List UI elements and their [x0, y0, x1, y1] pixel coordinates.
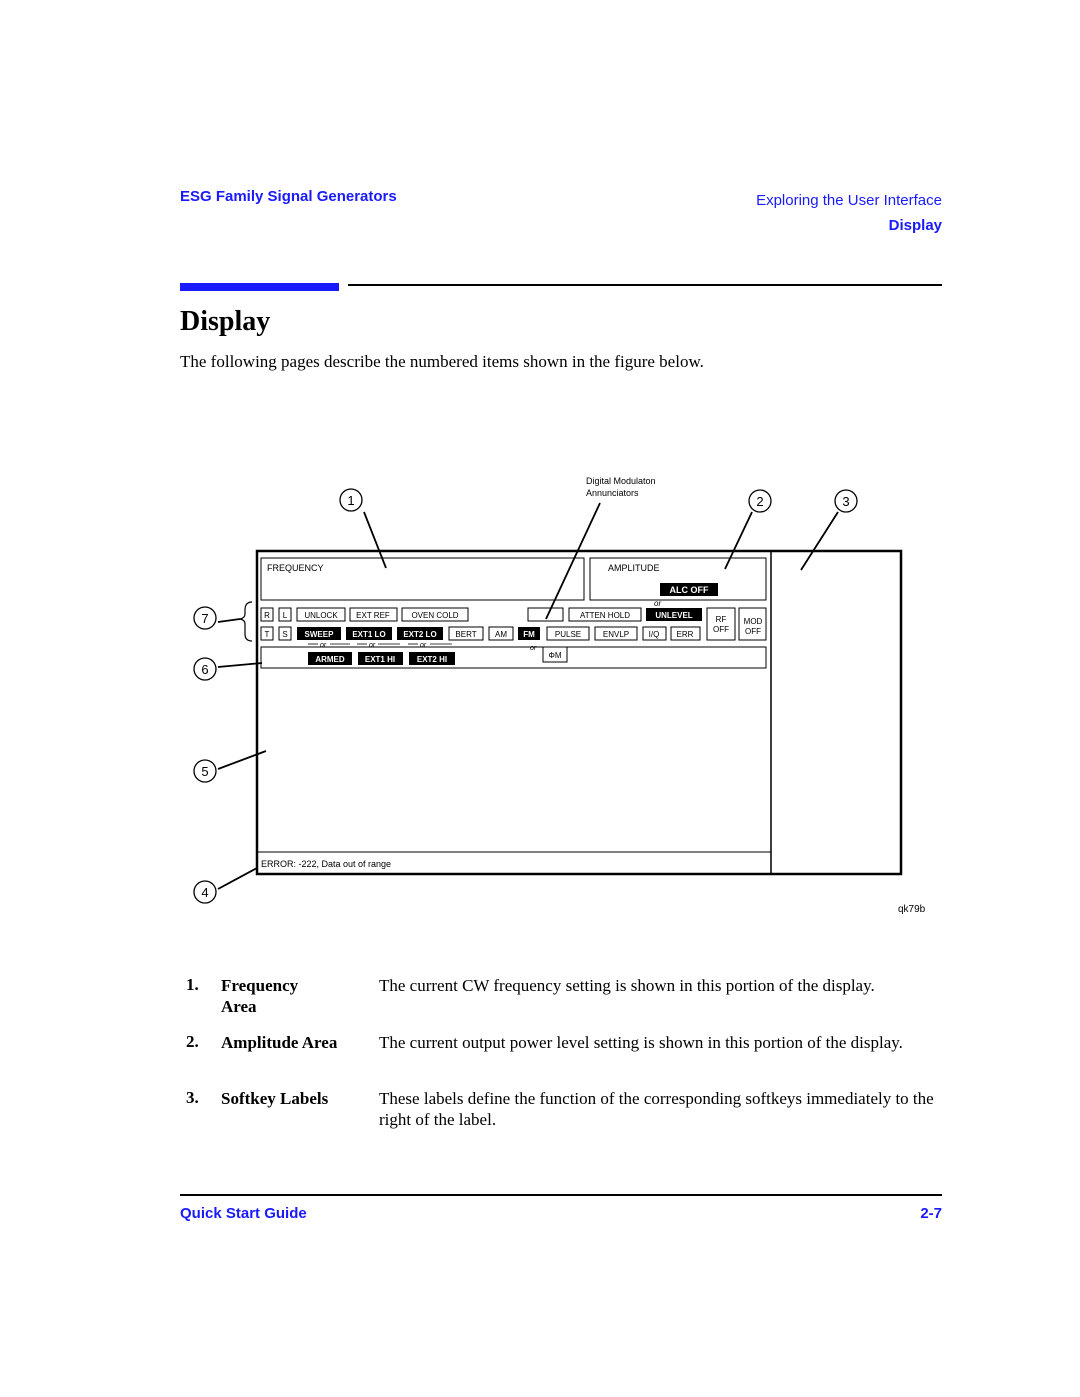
status-row-box [260, 646, 767, 669]
annunciator-sweep: SWEEP [305, 630, 335, 639]
annunciator-ext-ref: EXT REF [356, 611, 390, 620]
or-label-1: or [320, 642, 327, 649]
or-label-amp: or [654, 599, 661, 608]
digital-mod-annunciator-box [527, 607, 564, 622]
footer-rule [180, 1194, 942, 1196]
item-term: Amplitude Area [221, 1033, 338, 1052]
page-number: 2-7 [920, 1205, 942, 1222]
frequency-label: FREQUENCY [267, 563, 324, 573]
annunciator-armed: ARMED [315, 655, 345, 664]
annunciator-envlp: ENVLP [603, 630, 629, 639]
annunciator-ext2-lo: EXT2 LO [403, 630, 436, 639]
running-header-section: Exploring the User Interface Display [756, 188, 942, 238]
alc-off-text: ALC OFF [670, 585, 709, 595]
callout-6: 6 [201, 662, 208, 677]
callout-7: 7 [201, 611, 208, 626]
annunciator-iq: I/Q [649, 630, 660, 639]
callout-4: 4 [201, 885, 208, 900]
item-term: Softkey Labels [221, 1089, 329, 1108]
footer-title: Quick Start Guide [180, 1205, 307, 1222]
annunciator-ext2-hi: EXT2 HI [417, 655, 447, 664]
digital-mod-label-line2: Annunciators [586, 488, 639, 498]
annunciator-atten-hold: ATTEN HOLD [580, 611, 630, 620]
annunciator-s: S [282, 630, 287, 639]
annunciator-fm: FM [523, 630, 535, 639]
display-frame [255, 549, 903, 876]
annunciator-mod: MOD [744, 617, 763, 626]
annunciator-unlevel: UNLEVEL [655, 611, 692, 620]
annunciator-r: R [264, 611, 270, 620]
annunciator-mod-off: OFF [745, 627, 761, 636]
or-label-4: or [530, 645, 537, 652]
item-term: Frequency Area [221, 976, 299, 1016]
section-rule-accent [180, 283, 339, 291]
annunciator-ext1-lo: EXT1 LO [352, 630, 385, 639]
amplitude-area [589, 557, 767, 601]
annunciator-l: L [283, 611, 288, 620]
annunciator-t: T [265, 630, 270, 639]
frequency-area [260, 557, 585, 601]
amplitude-label: AMPLITUDE [608, 563, 660, 573]
alc-off-annunciator [660, 583, 718, 596]
annunciator-rf-off: OFF [713, 625, 729, 634]
annunciator-err: ERR [677, 630, 694, 639]
annunciator-unlock: UNLOCK [304, 611, 338, 620]
running-header-topic: Display [888, 217, 942, 234]
section-rule [348, 284, 942, 286]
annunciator-am: AM [495, 630, 507, 639]
callout-3: 3 [842, 494, 849, 509]
item-description: The current CW frequency setting is show… [379, 976, 875, 995]
callout-2: 2 [756, 494, 763, 509]
item-description: The current output power level setting i… [379, 1033, 903, 1052]
running-header-chapter: Exploring the User Interface [756, 192, 942, 209]
or-label-3: or [420, 642, 427, 649]
or-label-2: or [369, 642, 376, 649]
annunciator-rf: RF [716, 615, 727, 624]
item-description: These labels define the function of the … [379, 1089, 934, 1129]
figure-caption: qk79b [898, 904, 926, 915]
callout-1: 1 [347, 493, 354, 508]
annunciator-bert: BERT [455, 630, 476, 639]
annunciator-pulse: PULSE [555, 630, 581, 639]
item-number: 3. [186, 1088, 199, 1107]
digital-mod-label-line1: Digital Modulaton [586, 476, 656, 486]
annunciator-ext1-hi: EXT1 HI [365, 655, 395, 664]
annunciator-oven-cold: OVEN COLD [411, 611, 458, 620]
callout-5: 5 [201, 764, 208, 779]
annunciator-phim: ΦM [548, 651, 561, 660]
item-number: 2. [186, 1032, 199, 1051]
intro-paragraph: The following pages describe the numbere… [180, 352, 704, 371]
page-title: Display [180, 306, 271, 337]
display-figure: FREQUENCY AMPLITUDE ALC OFF or R L UNLOC… [193, 476, 903, 904]
error-message: ERROR: -222, Data out of range [261, 859, 391, 869]
item-number: 1. [186, 975, 199, 994]
running-header-title: ESG Family Signal Generators [180, 188, 397, 205]
